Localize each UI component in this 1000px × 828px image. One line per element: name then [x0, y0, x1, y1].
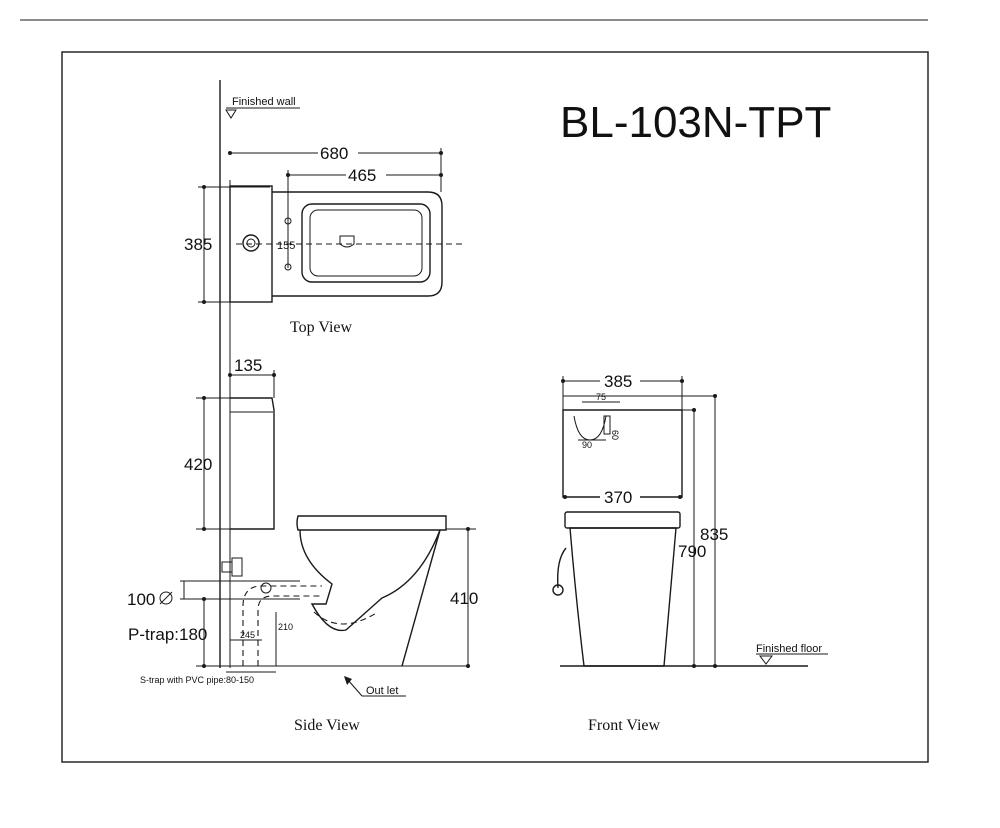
- pedestal-front: [401, 529, 441, 667]
- drain-icon: [339, 235, 355, 248]
- water-line: [313, 611, 379, 625]
- dim-835: 835: [700, 525, 728, 544]
- flush-button-front: [603, 415, 611, 435]
- dim-245: 245: [240, 630, 255, 640]
- seat-front: [564, 511, 681, 529]
- dim-bg: [600, 371, 640, 389]
- top-view-label: Top View: [290, 319, 353, 336]
- dim-680: 680: [320, 144, 348, 163]
- s-trap-label: S-trap with PVC pipe:80-150: [140, 675, 254, 685]
- bowl-front: [569, 527, 677, 667]
- valve-body: [231, 557, 243, 577]
- dim-60: 60: [610, 430, 620, 440]
- supply-hose: [556, 547, 567, 589]
- dim-75: 75: [596, 392, 606, 402]
- dim-410: 410: [450, 589, 478, 608]
- dim-370: 370: [604, 488, 632, 507]
- dim-790: 790: [678, 542, 706, 561]
- dim-135: 135: [234, 356, 262, 375]
- model-title: BL-103N-TPT: [560, 98, 831, 147]
- bowl-body: [299, 529, 441, 632]
- flush-button-icon: [242, 234, 260, 252]
- finished-floor-label: Finished floor: [756, 643, 822, 655]
- outlet-label: Out let: [366, 685, 398, 697]
- bolt-hole-icon: [284, 263, 292, 271]
- dim-bg: [346, 165, 386, 183]
- dim-465: 465: [348, 166, 376, 185]
- dim-bg: [600, 487, 640, 505]
- dim-155: 155: [277, 240, 295, 252]
- side-view: 135 420 410 100: [127, 356, 478, 734]
- finished-wall-label: Finished wall: [232, 96, 296, 108]
- diameter-icon: [159, 591, 173, 605]
- dim-dot: [692, 408, 696, 412]
- front-view-label: Front View: [588, 717, 661, 734]
- bowl-rim: [301, 203, 431, 283]
- p-trap-label: P-trap:180: [128, 625, 207, 644]
- dim-dot: [202, 597, 206, 601]
- dim-dot: [439, 173, 443, 177]
- outlet-icon: [260, 582, 272, 594]
- dim-385-front: 385: [604, 372, 632, 391]
- top-view: 680 465 385 155 Top View: [184, 143, 462, 336]
- pipe-dia-100: 100: [127, 590, 155, 609]
- dim-dot: [678, 495, 682, 499]
- dim-dot: [466, 527, 470, 531]
- dim-dot: [713, 394, 717, 398]
- supply-valve-icon: [552, 584, 564, 596]
- diameter-slash: [159, 591, 173, 605]
- dim-dot: [228, 151, 232, 155]
- side-view-label: Side View: [294, 717, 360, 734]
- tank-side: [230, 397, 275, 530]
- s-trap-pipe: [242, 585, 322, 666]
- dim-210: 210: [278, 622, 293, 632]
- bowl-inner: [309, 209, 423, 277]
- front-view: 385 75 60 90 370 835 790: [552, 371, 828, 734]
- arrow-head-icon: [344, 676, 352, 685]
- tank-front: [562, 409, 683, 498]
- dim-385-top: 385: [184, 235, 212, 254]
- dim-bg: [318, 143, 358, 161]
- bolt-hole-icon: [284, 217, 292, 225]
- dim-90: 90: [582, 440, 592, 450]
- outlet-arrow: [347, 679, 363, 697]
- seat-lid: [296, 515, 447, 531]
- drawing-frame: [61, 51, 929, 763]
- flush-cutout: [573, 415, 607, 441]
- dim-dot: [563, 495, 567, 499]
- flush-button-inner: [246, 238, 256, 248]
- wall-marker-icon: [225, 109, 237, 119]
- dim-420: 420: [184, 455, 212, 474]
- dim-dot: [228, 373, 232, 377]
- floor-marker-icon: [759, 655, 773, 665]
